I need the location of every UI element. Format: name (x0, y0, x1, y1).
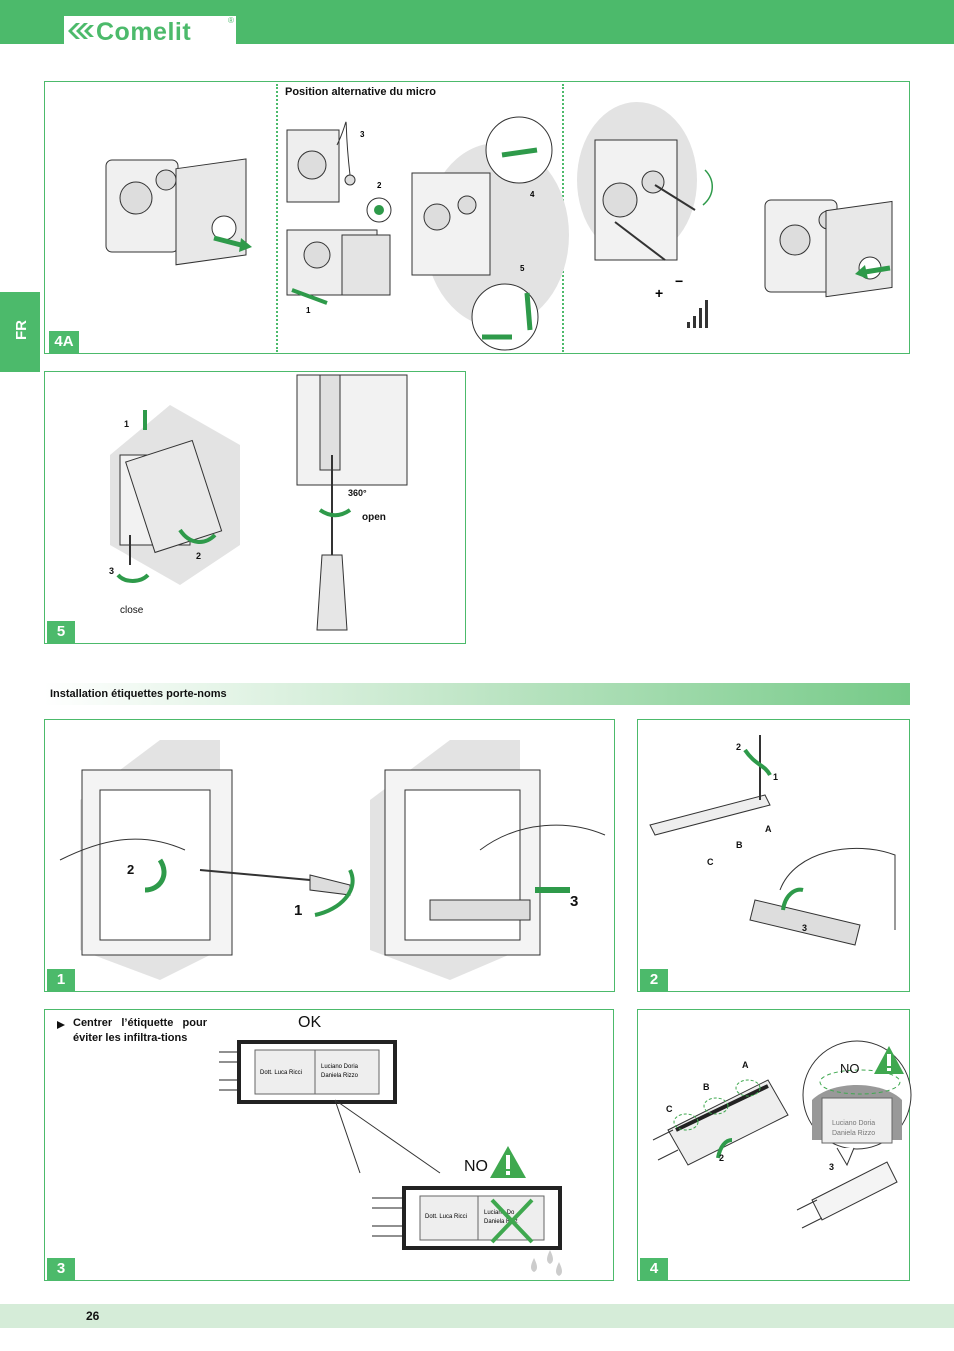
rotation-label: 360° (348, 488, 367, 498)
angled-label-illustration (796, 1161, 898, 1229)
label-insert-illustration (649, 735, 896, 946)
no-name-right-2: Daniela Rizz (484, 1219, 518, 1225)
p4-name-2: Daniela Rizzo (832, 1130, 875, 1137)
panel-2 (637, 719, 910, 992)
device-refit-illustration (764, 199, 893, 298)
micro-step-3: 3 (360, 130, 365, 139)
svg-text:+: + (655, 285, 663, 301)
p4-point-b: B (703, 1082, 710, 1092)
micro-step-4: 4 (530, 190, 535, 199)
brand-name: Comelit (96, 18, 192, 46)
comelit-logo-icon (68, 23, 94, 39)
p1-step-1: 1 (294, 902, 303, 919)
ok-label: OK (298, 1014, 322, 1031)
logo-box (64, 16, 236, 46)
micro-step-2: 2 (377, 181, 382, 190)
p1-step-3: 3 (570, 893, 579, 910)
frame-open-illustration (296, 374, 408, 631)
p4-point-a: A (742, 1060, 749, 1070)
p2-step-2: 2 (736, 742, 742, 752)
micro-step-1: 1 (306, 306, 311, 315)
p2-point-b: B (736, 840, 743, 850)
panel-4-label: 4 (640, 1258, 668, 1280)
panel-1-label: 1 (47, 969, 75, 991)
no-label-card: Dott. Luca Ricci Luciano Do Daniela Rizz (372, 1186, 562, 1276)
panel-2-label: 2 (640, 969, 668, 991)
section-banner: Installation étiquettes porte-noms (44, 683, 910, 705)
close-label: close (120, 605, 144, 616)
p4-no-label: NO (840, 1061, 860, 1076)
bullet-arrow-icon (57, 1021, 65, 1029)
zoom-callout (334, 1099, 441, 1174)
language-label: FR (13, 320, 30, 340)
no-name-right-1: Luciano Do (484, 1210, 515, 1216)
banner-title: Installation étiquettes porte-noms (50, 688, 227, 700)
ok-name-right-1: Luciano Doria (321, 1064, 359, 1070)
p2-point-c: C (707, 857, 714, 867)
page-number: 26 (86, 1309, 100, 1323)
close-step-3: 3 (109, 566, 115, 576)
p2-point-a: A (765, 824, 772, 834)
p4-step-2: 2 (719, 1153, 725, 1163)
centering-instruction: Centrer l’étiquette pour éviter les infi… (73, 1017, 207, 1044)
p4-name-1: Luciano Doria (832, 1120, 875, 1127)
micro-title: Position alternative du micro (285, 86, 436, 98)
volume-adjust-illustration: + − (577, 102, 713, 328)
device-remove-illustration (105, 158, 252, 266)
ok-label-card: Dott. Luca Ricci Luciano Doria Daniela R… (219, 1040, 397, 1104)
no-name-left: Dott. Luca Ricci (425, 1214, 467, 1220)
nameplate-remove-illustration (59, 740, 606, 980)
p1-step-2: 2 (127, 862, 135, 877)
label-frame-illustration (652, 1079, 789, 1166)
no-label: NO (464, 1158, 488, 1175)
divider-left (276, 84, 278, 352)
warning-icon (490, 1146, 526, 1178)
close-step-1: 1 (124, 419, 130, 429)
panel-4a-label: 4A (49, 331, 79, 353)
p2-step-3: 3 (802, 923, 808, 933)
frame-close-illustration (110, 405, 240, 585)
language-tab: FR (0, 292, 40, 372)
p4-step-3: 3 (829, 1162, 835, 1172)
p4-point-c: C (666, 1104, 673, 1114)
micro-step-5: 5 (520, 264, 525, 273)
panel-5-label: 5 (47, 621, 75, 643)
p2-step-1: 1 (773, 772, 779, 782)
brand-registered: ® (228, 16, 234, 25)
micro-alt-illustration: 3 2 1 4 5 (286, 116, 569, 351)
close-step-2: 2 (196, 551, 202, 561)
open-label: open (362, 512, 386, 523)
panel-3-label: 3 (47, 1258, 75, 1280)
ok-name-right-2: Daniela Rizzo (321, 1073, 359, 1079)
footer-bar: 26 (0, 1304, 954, 1328)
svg-text:−: − (675, 273, 683, 289)
ok-name-left: Dott. Luca Ricci (260, 1070, 302, 1076)
p4-warning-icon (874, 1046, 904, 1074)
